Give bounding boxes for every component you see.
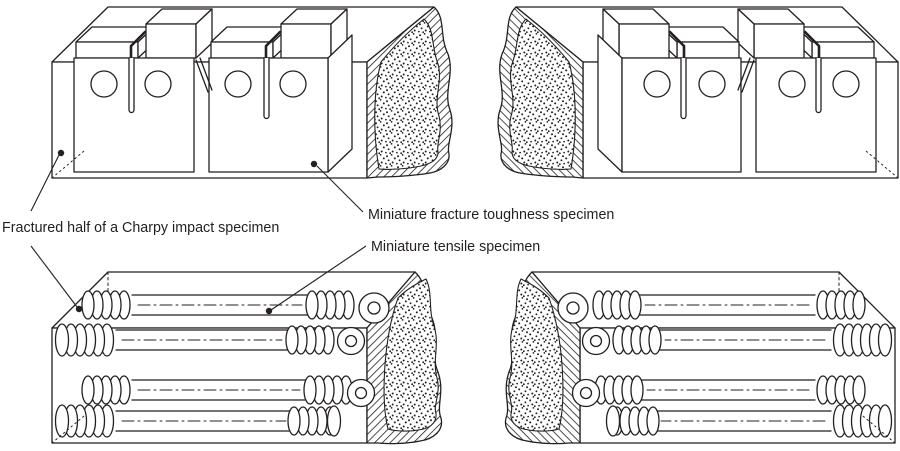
loading-hole xyxy=(224,70,252,98)
annotations xyxy=(30,149,367,315)
notch-slit-top xyxy=(129,30,147,60)
leader-line-tensile xyxy=(270,245,367,311)
tensile-rod xyxy=(54,404,342,438)
hidden-edge xyxy=(51,150,85,179)
notch xyxy=(128,57,135,114)
rod-end-face xyxy=(336,326,366,356)
tensile-rod xyxy=(54,323,366,357)
label-tensile-specimen: Miniature tensile specimen xyxy=(371,239,540,255)
notch xyxy=(263,57,270,120)
loading-hole xyxy=(144,70,172,98)
ct-specimen-b xyxy=(208,57,329,173)
fracture-surface-stipple xyxy=(374,18,441,170)
leader-line-charpy-top xyxy=(30,154,60,212)
label-fracture-toughness-specimen: Miniature fracture toughness specimen xyxy=(368,207,614,223)
rod-end-face xyxy=(358,292,390,324)
ct-specimen-b-side xyxy=(327,34,353,173)
notch-slit-top xyxy=(264,30,282,60)
loading-hole xyxy=(90,70,118,98)
ct-specimen-a-top-blocks xyxy=(75,8,213,60)
tensile-block-bottom-right xyxy=(505,272,895,444)
hidden-edge xyxy=(51,415,85,444)
label-charpy-half: Fractured half of a Charpy impact specim… xyxy=(2,220,279,236)
leader-line-charpy-bottom xyxy=(30,245,78,308)
loading-hole xyxy=(279,70,307,98)
charpy-half-top-left xyxy=(51,6,453,179)
tensile-rod xyxy=(81,290,390,324)
tensile-block-bottom-left xyxy=(51,271,443,445)
charpy-half-top-right xyxy=(496,5,900,180)
leader-dot xyxy=(57,149,65,157)
leader-dot xyxy=(265,307,273,315)
leader-dot xyxy=(310,160,318,168)
wedge-gap xyxy=(195,57,213,93)
leader-dot xyxy=(75,305,83,313)
ct-specimen-a xyxy=(73,57,195,173)
leader-line-fracture-toughness xyxy=(316,165,364,213)
fracture-surface-stipple xyxy=(383,278,439,432)
rod-end-face xyxy=(346,378,376,408)
tensile-rod xyxy=(81,375,376,408)
